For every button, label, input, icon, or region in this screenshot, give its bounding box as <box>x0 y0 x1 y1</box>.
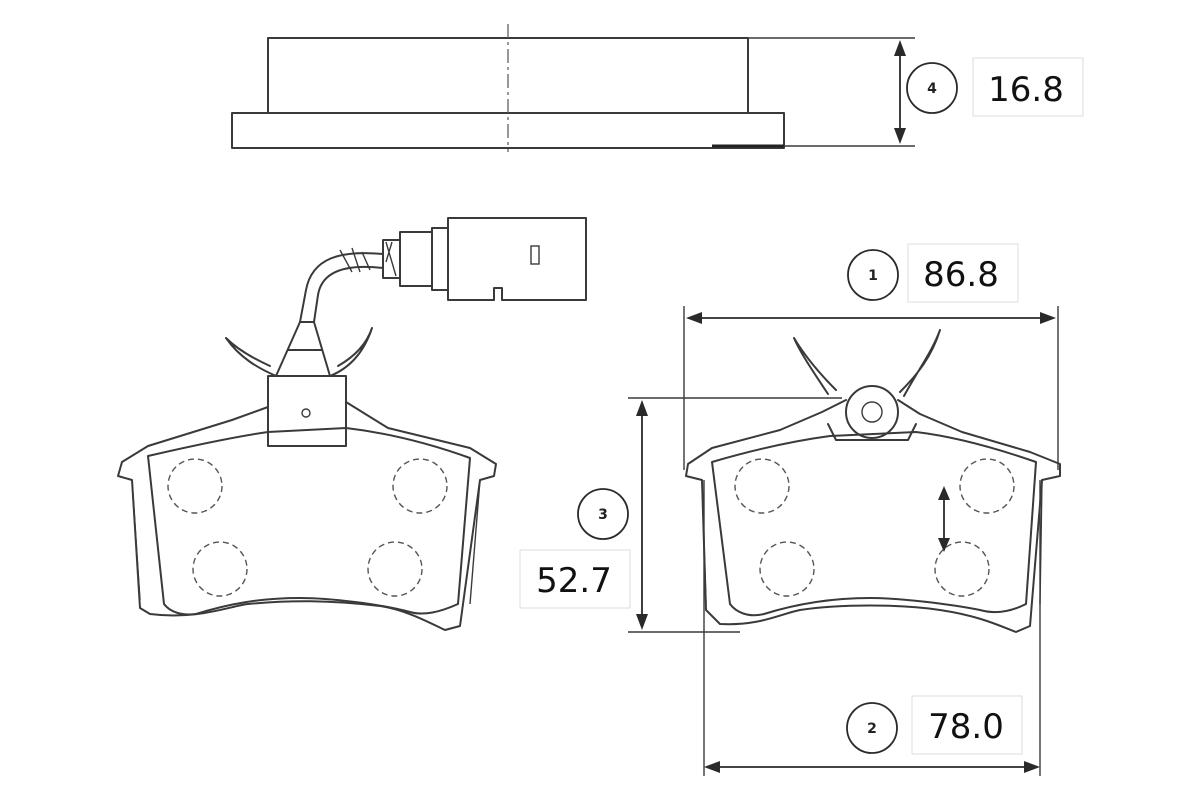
callout-2-number: 2 <box>867 721 877 737</box>
dimension-1-box <box>907 243 1019 303</box>
left-pad-view <box>117 217 587 631</box>
dimension-2-width: 2 78.0 <box>703 480 1041 776</box>
dimension-2-value: 78.0 <box>928 707 1004 747</box>
side-view <box>231 24 785 152</box>
friction-material-left <box>147 427 471 616</box>
dimension-3-box <box>519 549 631 609</box>
callout-3-circle <box>577 488 629 540</box>
sensor-connector <box>382 217 587 301</box>
sensor-housing <box>267 375 347 447</box>
dimension-1-value: 86.8 <box>923 255 999 295</box>
callout-1-number: 1 <box>868 268 878 284</box>
dimension-4-value: 16.8 <box>988 70 1064 110</box>
right-pad-view <box>685 329 1061 633</box>
callout-2-circle <box>846 702 898 754</box>
backing-plate-left <box>117 401 497 631</box>
dimension-2-box <box>911 695 1023 755</box>
dimension-3-height: 3 52.7 <box>519 397 842 633</box>
dimension-4-box <box>972 57 1084 117</box>
retaining-pin <box>845 385 899 439</box>
dimension-4-thickness: 4 16.8 <box>748 37 1084 147</box>
callout-3-number: 3 <box>598 507 608 523</box>
spring-clip-right <box>329 327 373 377</box>
backing-plate-right <box>685 399 1061 633</box>
callout-4-circle <box>906 62 958 114</box>
friction-material-right <box>711 431 1037 617</box>
spring-clip-left-2 <box>793 337 837 395</box>
dimension-1-width: 1 86.8 <box>683 243 1059 470</box>
spring-clip-right-2 <box>899 329 941 397</box>
dimension-3-value: 52.7 <box>536 561 612 601</box>
spring-clip-left <box>225 337 277 377</box>
callout-1-circle <box>847 249 899 301</box>
callout-4-number: 4 <box>927 81 937 97</box>
sensor-wire <box>299 252 384 323</box>
